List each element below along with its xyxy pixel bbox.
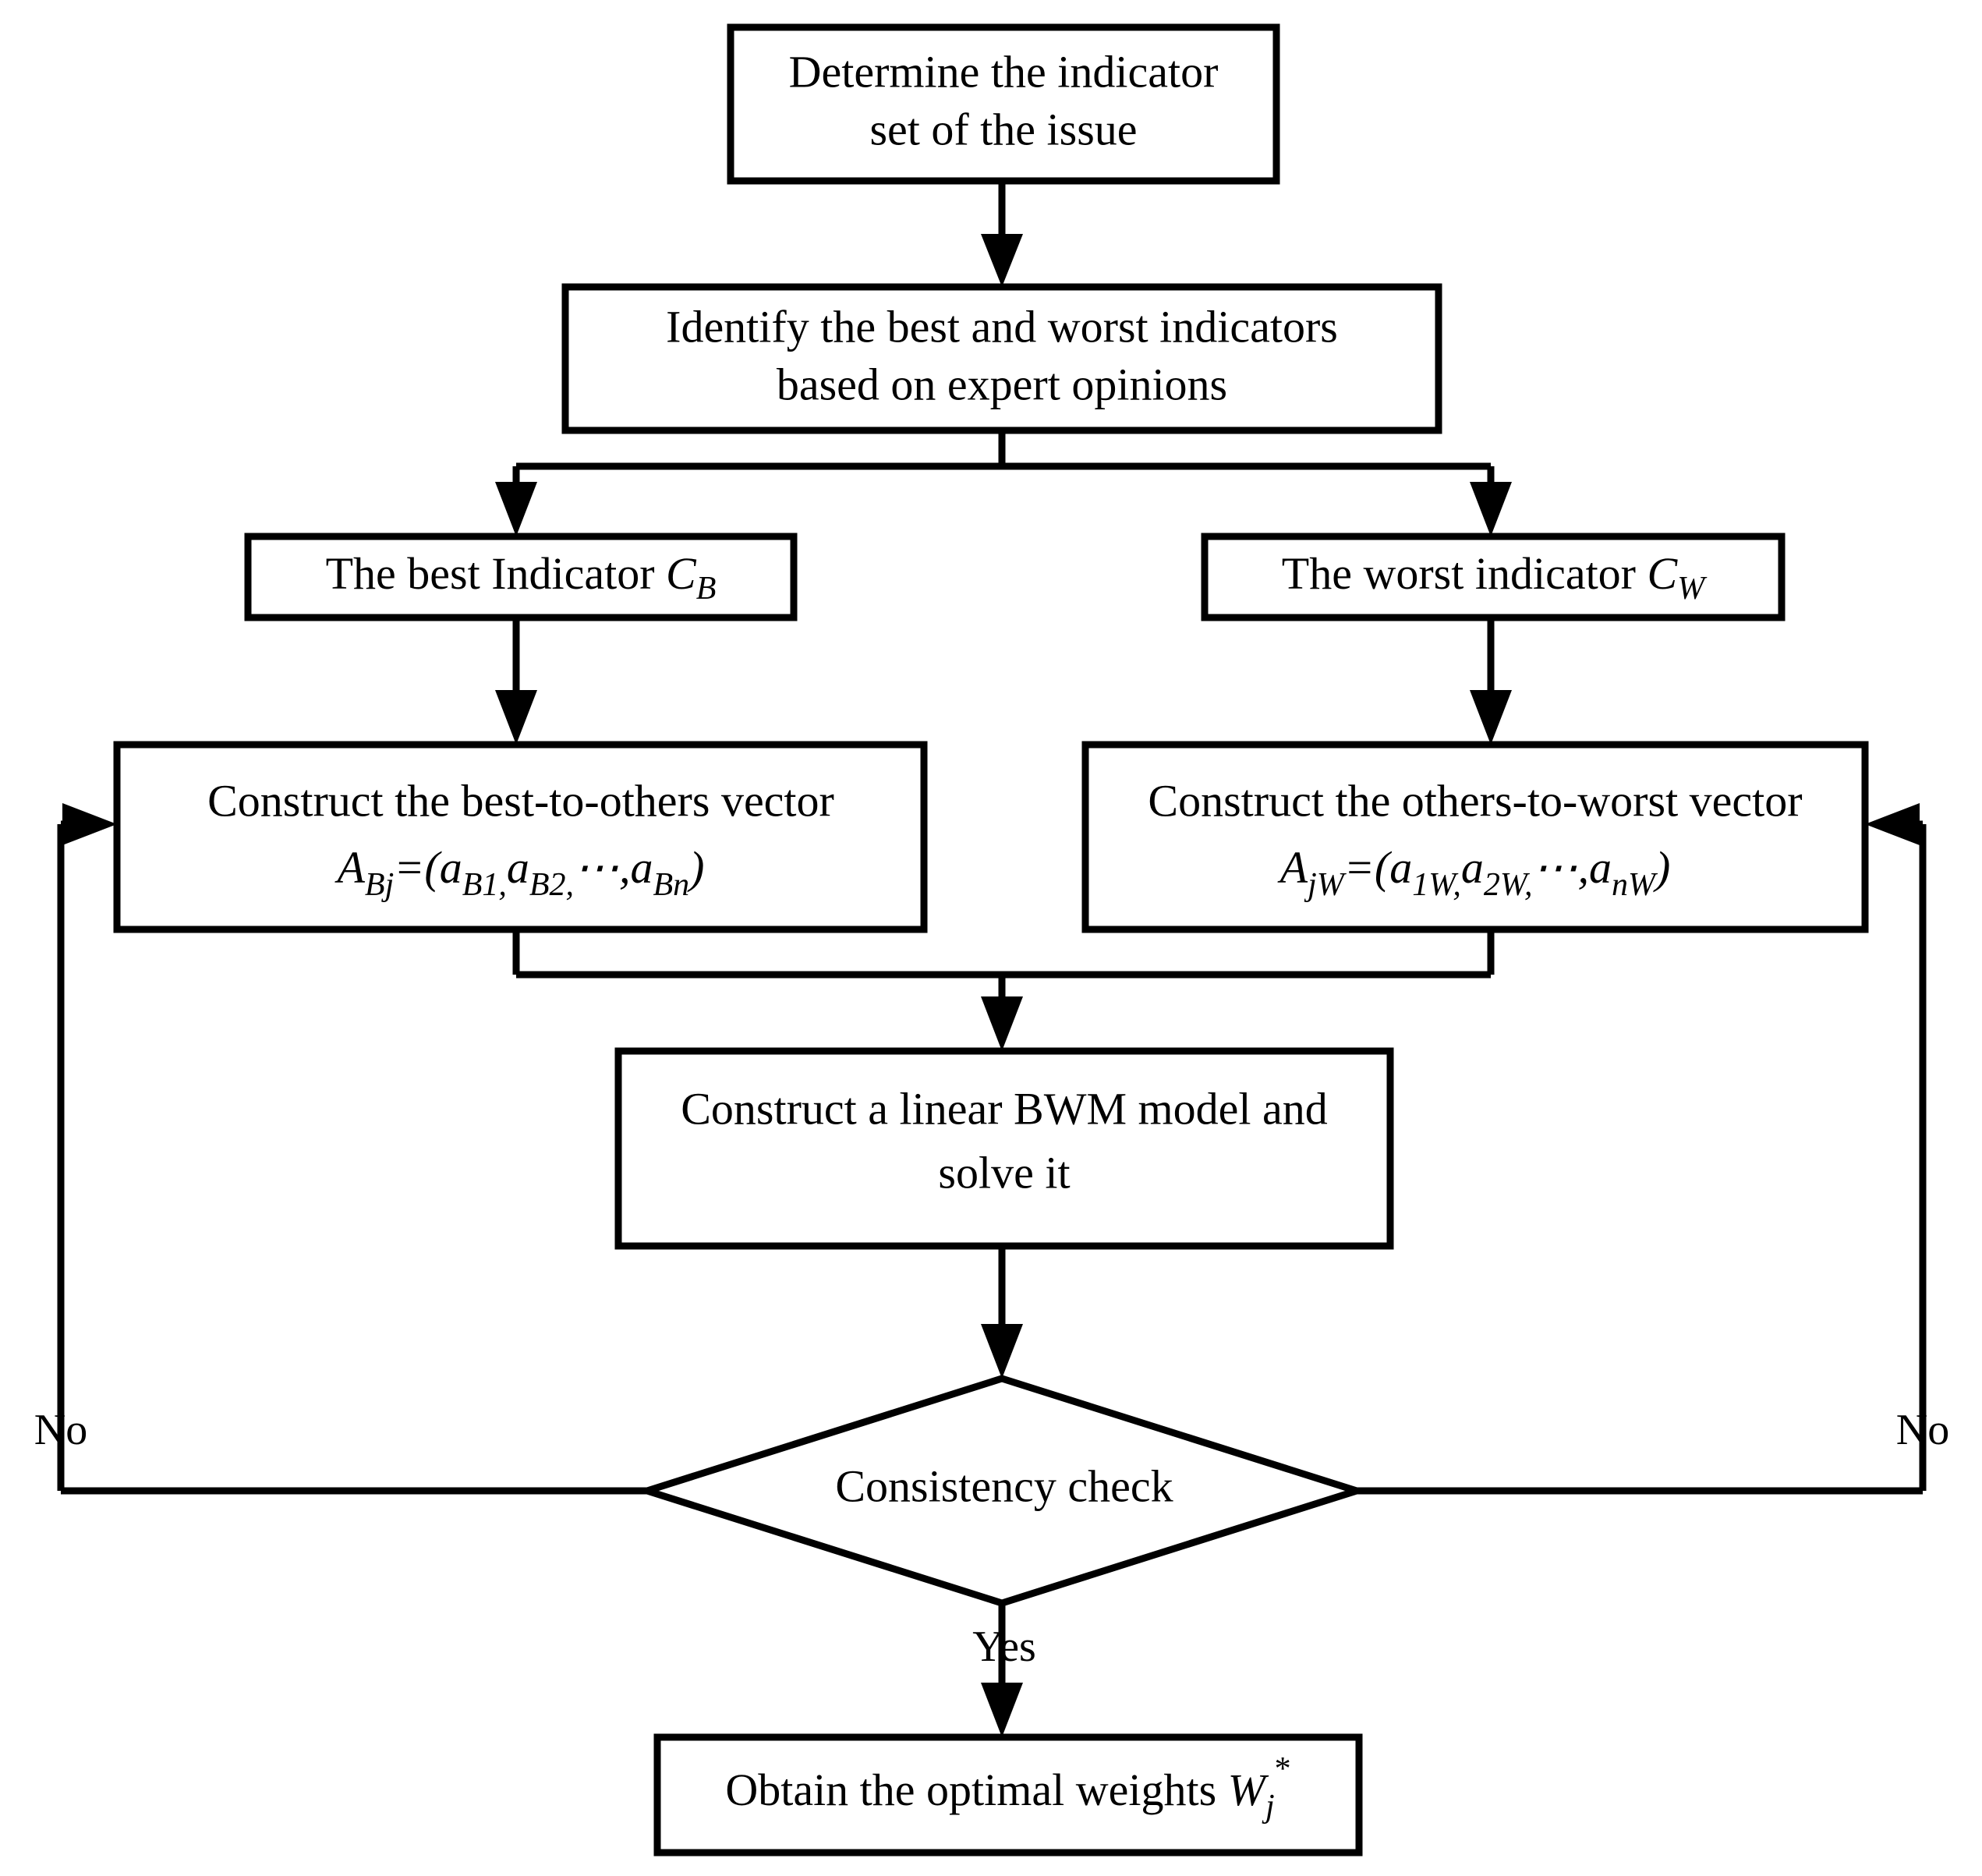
node-determine-indicator-set[interactable]: Determine the indicator set of the issue <box>727 23 1280 185</box>
node-bwm-line1: Construct a linear BWM model and <box>681 1083 1328 1134</box>
formula-term2: a <box>1461 842 1484 893</box>
node-identify-line1: Identify the best and worst indicators <box>666 301 1338 352</box>
node-others-to-worst-vector[interactable]: Construct the others-to-worst vector AjW… <box>1081 741 1869 933</box>
optimal-weights-subscript: j <box>1262 1789 1275 1825</box>
node-consistency-check[interactable]: Consistency check <box>635 1375 1368 1607</box>
formula-close: ) <box>687 842 704 893</box>
edge-label-yes: Yes <box>972 1623 1035 1671</box>
optimal-weights-prefix: Obtain the optimal weights <box>725 1765 1227 1815</box>
best-indicator-prefix: The best Indicator <box>326 548 666 599</box>
formula-ellipsis: ⋯, <box>574 842 631 893</box>
optimal-weights-symbol: W <box>1228 1765 1269 1815</box>
connector-no-right-loop <box>1357 803 1927 1495</box>
formula-term2-sub: B2, <box>529 867 574 903</box>
node-worst-indicator-text: The worst indicator CW <box>1282 548 1708 606</box>
best-indicator-symbol: C <box>666 548 697 599</box>
node-best-to-others-line1: Construct the best-to-others vector <box>207 775 834 826</box>
formula-term3: a <box>1589 842 1612 893</box>
formula-close: ) <box>1653 842 1670 893</box>
formula-equals: =( <box>1344 842 1393 893</box>
connector-worst-to-vector <box>1470 618 1512 745</box>
formula-ellipsis: ⋯, <box>1533 842 1590 893</box>
formula-lhs: A <box>1277 842 1308 893</box>
edge-label-no-left: No <box>34 1406 87 1454</box>
node-worst-indicator[interactable]: The worst indicator CW <box>1201 533 1786 621</box>
node-best-to-others-formula: ABj=(aB1,aB2,⋯,aBn) <box>334 842 704 903</box>
node-box <box>727 23 1280 185</box>
decision-diamond <box>635 1375 1368 1607</box>
formula-term1-sub: B1, <box>462 867 507 903</box>
node-determine-line2: set of the issue <box>869 104 1137 154</box>
connector-vectors-to-bwm <box>512 929 1495 1051</box>
formula-term2-sub: 2W, <box>1484 867 1533 903</box>
edge-label-no-right: No <box>1896 1406 1949 1454</box>
node-bwm-line2: solve it <box>938 1147 1070 1198</box>
node-best-indicator-text: The best Indicator CB <box>326 548 717 606</box>
formula-term1: a <box>440 842 462 893</box>
formula-term3-sub: nW <box>1612 867 1658 903</box>
node-box <box>561 283 1442 434</box>
node-box <box>113 741 928 933</box>
connector-identify-to-branch <box>495 430 1512 536</box>
formula-term2: a <box>507 842 529 893</box>
formula-term1-sub: 1W, <box>1412 867 1461 903</box>
node-consistency-check-label: Consistency check <box>835 1460 1173 1511</box>
node-linear-bwm-model[interactable]: Construct a linear BWM model and solve i… <box>614 1047 1394 1250</box>
node-others-to-worst-formula: AjW=(a1W,a2W,⋯,anW) <box>1277 842 1671 903</box>
arrow-to-best-indicator <box>495 482 537 536</box>
node-box <box>653 1733 1363 1857</box>
optimal-weights-superscript: * <box>1275 1751 1291 1787</box>
node-box <box>1201 533 1786 621</box>
formula-lhs: A <box>334 842 365 893</box>
formula-term3-sub: Bn <box>653 867 690 903</box>
connector-yes-to-weights <box>981 1603 1023 1737</box>
node-box <box>244 533 798 621</box>
best-indicator-subscript: B <box>696 571 717 607</box>
formula-term3: a <box>631 842 653 893</box>
node-best-indicator[interactable]: The best Indicator CB <box>244 533 798 621</box>
worst-indicator-subscript: W <box>1677 571 1708 607</box>
worst-indicator-symbol: C <box>1648 548 1679 599</box>
formula-equals: =( <box>394 842 442 893</box>
formula-lhs-sub: Bj <box>365 867 394 903</box>
connector-bwm-to-decision <box>981 1246 1023 1379</box>
connector-best-to-vector <box>495 618 537 745</box>
node-others-to-worst-line1: Construct the others-to-worst vector <box>1148 775 1802 826</box>
node-optimal-weights[interactable]: Obtain the optimal weights Wj* <box>653 1733 1363 1857</box>
formula-lhs-sub: jW <box>1304 867 1347 903</box>
worst-indicator-prefix: The worst indicator <box>1282 548 1648 599</box>
connector-no-left-loop <box>57 803 647 1495</box>
node-box <box>1081 741 1869 933</box>
node-box <box>614 1047 1394 1250</box>
node-determine-line1: Determine the indicator <box>789 46 1219 97</box>
node-identify-line2: based on expert opinions <box>777 359 1227 409</box>
node-optimal-weights-text: Obtain the optimal weights Wj* <box>725 1751 1290 1825</box>
arrow-to-worst-indicator <box>1470 482 1512 536</box>
node-best-to-others-vector[interactable]: Construct the best-to-others vector ABj=… <box>113 741 928 933</box>
formula-term1: a <box>1389 842 1412 893</box>
node-identify-best-worst[interactable]: Identify the best and worst indicators b… <box>561 283 1442 434</box>
connector-determine-to-identify <box>981 181 1023 287</box>
